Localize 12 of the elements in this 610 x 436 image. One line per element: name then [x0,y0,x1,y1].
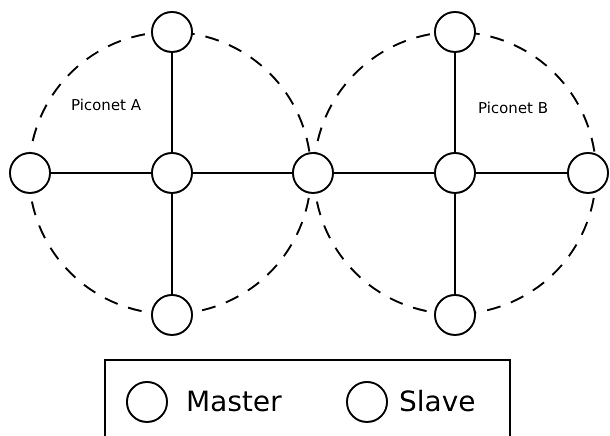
link-line [50,172,152,174]
link-line [171,52,173,153]
link-line [333,172,435,174]
link-line [454,52,456,153]
link-line [454,193,456,295]
piconet-label: Piconet A [71,96,141,114]
legend-label: Master [186,385,282,419]
link-line [475,172,568,174]
piconet-label: Piconet B [478,99,548,117]
legend-label: Slave [399,385,476,419]
link-line [171,193,173,295]
link-line [192,172,293,174]
